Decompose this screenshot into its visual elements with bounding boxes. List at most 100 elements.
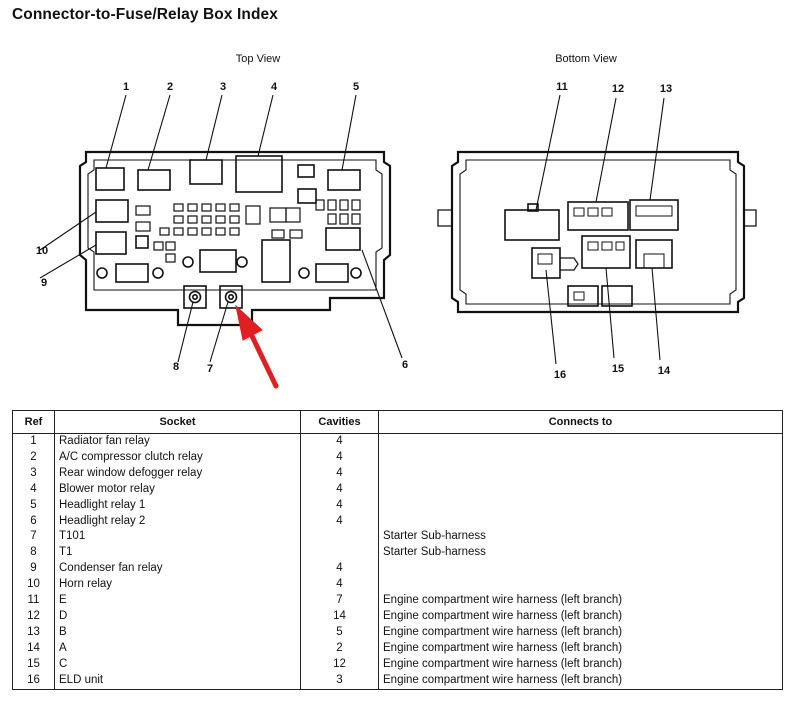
cell-socket: E [54,593,301,609]
cell-socket: T101 [54,529,301,546]
cell-connects: Engine compartment wire harness (left br… [378,656,783,673]
cell-ref: 12 [12,608,55,625]
cell-ref: 7 [12,529,55,546]
cell-cavities: 4 [300,465,379,482]
cell-cavities: 12 [300,656,379,673]
cell-ref: 5 [12,497,55,514]
bottom-view-leaders [535,94,665,365]
cell-connects [378,433,783,450]
cell-cavities: 3 [300,672,379,690]
cell-socket: A/C compressor clutch relay [54,449,301,466]
cell-socket: T1 [54,545,301,562]
top-view-box [78,150,392,327]
callout-3: 3 [220,81,226,93]
col-header-cavities: Cavities [300,410,379,434]
col-header-ref: Ref [12,410,55,434]
callout-2: 2 [167,81,173,93]
cell-connects: Engine compartment wire harness (left br… [378,672,783,690]
cell-socket: Headlight relay 1 [54,497,301,514]
cell-connects: Engine compartment wire harness (left br… [378,640,783,657]
cell-socket: Headlight relay 2 [54,513,301,530]
cell-ref: 8 [12,545,55,562]
callout-16: 16 [554,369,566,381]
cell-ref: 15 [12,656,55,673]
callout-10: 10 [36,245,48,257]
callout-4: 4 [271,81,278,93]
col-header-socket: Socket [54,410,301,434]
cell-cavities: 4 [300,513,379,530]
cell-socket: Radiator fan relay [54,433,301,450]
cell-socket: ELD unit [54,672,301,690]
cell-socket: Condenser fan relay [54,561,301,578]
cell-connects [378,497,783,514]
cell-ref: 13 [12,624,55,641]
cell-connects [378,577,783,594]
cell-connects [378,561,783,578]
cell-socket: D [54,608,301,625]
cell-cavities: 7 [300,593,379,609]
cell-cavities [300,545,379,562]
cell-connects: Engine compartment wire harness (left br… [378,608,783,625]
bottom-view-label: Bottom View [555,53,617,65]
cell-socket: Horn relay [54,577,301,594]
cell-cavities: 4 [300,561,379,578]
cell-ref: 1 [12,433,55,450]
cell-ref: 2 [12,449,55,466]
cell-socket: Rear window defogger relay [54,465,301,482]
cell-ref: 14 [12,640,55,657]
callout-6: 6 [402,359,408,371]
cell-connects: Starter Sub-harness [378,545,783,562]
cell-connects: Engine compartment wire harness (left br… [378,624,783,641]
page-title: Connector-to-Fuse/Relay Box Index [12,6,278,23]
cell-cavities: 4 [300,433,379,450]
cell-cavities: 4 [300,497,379,514]
callout-12: 12 [612,83,624,95]
cell-connects [378,465,783,482]
cell-ref: 6 [12,513,55,530]
cell-connects [378,481,783,498]
table-header-row: Ref Socket Cavities Connects to [12,410,783,434]
cell-ref: 9 [12,561,55,578]
cell-cavities [300,529,379,546]
bottom-view-box [437,150,757,314]
top-view-leaders [39,94,403,363]
cell-socket: A [54,640,301,657]
cell-connects: Starter Sub-harness [378,529,783,546]
cell-socket: C [54,656,301,673]
callout-9: 9 [41,277,47,289]
cell-socket: Blower motor relay [54,481,301,498]
cell-cavities: 4 [300,577,379,594]
cell-ref: 11 [12,593,55,609]
cell-cavities: 4 [300,449,379,466]
cell-cavities: 4 [300,481,379,498]
callout-15: 15 [612,363,624,375]
cell-ref: 16 [12,672,55,690]
top-view-label: Top View [236,53,280,65]
cell-cavities: 14 [300,608,379,625]
cell-cavities: 2 [300,640,379,657]
cell-ref: 4 [12,481,55,498]
callout-1: 1 [123,81,129,93]
cell-ref: 10 [12,577,55,594]
callout-14: 14 [658,365,671,377]
callout-5: 5 [353,81,359,93]
callout-8: 8 [173,361,179,373]
cell-cavities: 5 [300,624,379,641]
callout-11: 11 [556,81,568,93]
cell-socket: B [54,624,301,641]
cell-connects: Engine compartment wire harness (left br… [378,593,783,609]
col-header-connects: Connects to [378,410,783,434]
